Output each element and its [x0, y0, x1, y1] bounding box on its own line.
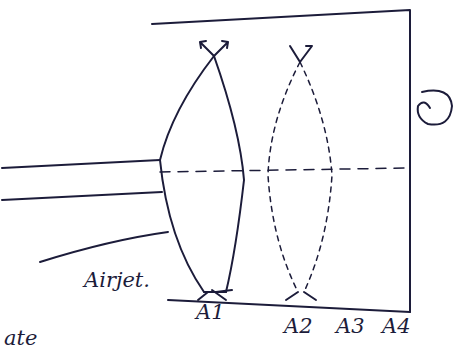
jet-tube-line [2, 160, 160, 168]
station-label: A2 [284, 316, 313, 337]
lens-outline [160, 56, 214, 292]
lens-outline-dashed [300, 62, 332, 292]
jet-label: Airjet. [84, 270, 150, 291]
partial-note: ate [4, 328, 37, 349]
station-label: A1 [196, 302, 225, 323]
flow-arrow [198, 290, 232, 300]
flow-arrow [200, 41, 214, 56]
curl-symbol [418, 91, 452, 125]
station-label: A4 [382, 316, 411, 337]
lens-outline [214, 56, 244, 292]
station-label: A3 [336, 316, 365, 337]
jet-leader-line [40, 232, 168, 262]
jet-tube-line [2, 192, 162, 200]
lens-outline-dashed [268, 62, 300, 292]
flow-arrow [286, 292, 316, 300]
flow-arrow [214, 41, 228, 56]
centre-line [160, 168, 408, 172]
chamber-outline [152, 10, 410, 312]
flow-arrow [290, 46, 312, 62]
